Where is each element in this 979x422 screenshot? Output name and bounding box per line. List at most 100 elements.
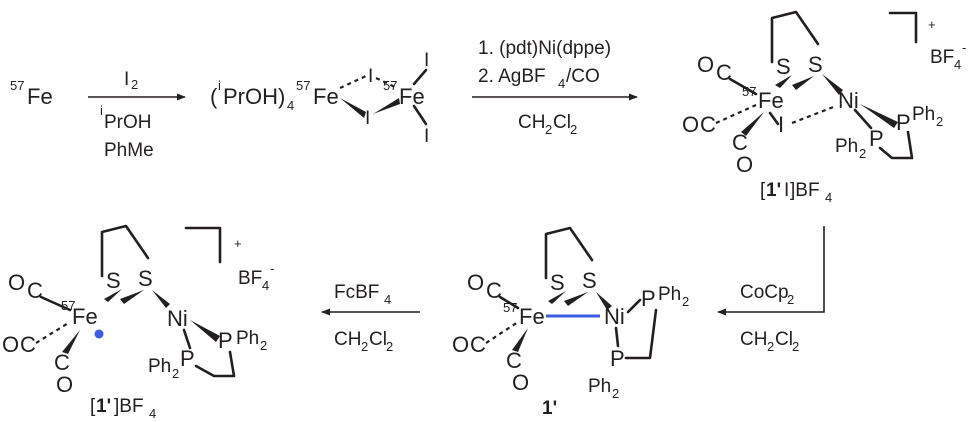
co1-carbon-1p: C: [486, 278, 502, 303]
label-bracket-open-1i: [: [760, 180, 766, 201]
s1-fe-wedge-1p: [548, 291, 566, 304]
p2-ph-1ox: Ph: [236, 328, 259, 349]
sulfur-1-1i: S: [776, 54, 791, 79]
label-sub-1ox: 4: [149, 406, 156, 421]
arrow-3-line: [717, 226, 825, 316]
reaction-arrow-4: FcBF 4 CH 2 Cl 2: [321, 282, 420, 354]
label-i-1i: I: [784, 180, 789, 201]
counterion-bf-1i: BF: [930, 47, 954, 68]
sulfur-2-1ox: S: [138, 266, 153, 291]
reaction-arrow-3: CoCp 2 CH 2 Cl 2: [717, 226, 825, 354]
i-fe2-wedge-bond: [373, 98, 400, 114]
s2-fe-wedge-1p: [564, 292, 588, 306]
fe-atom-label: Fe: [27, 84, 53, 109]
p2-ph-1p: Ph: [588, 376, 611, 397]
p1-ph-sub-1p: 2: [682, 294, 689, 309]
charge-bracket-1ox: [184, 226, 222, 264]
sulfur-2-1i: S: [808, 52, 823, 77]
species-diiron-iodide: ( i PrOH) 4 57 Fe I I 57 Fe I I: [210, 50, 429, 147]
arrow-3-reagent: CoCp: [740, 282, 789, 303]
phosphorus-2-1ox: P: [218, 328, 233, 353]
label-bold-1i: 1': [766, 180, 781, 201]
co1-oxygen-1ox: O: [8, 270, 25, 295]
iproh-sup-i: i: [218, 78, 221, 93]
pdt-bridge-1p: [544, 226, 594, 280]
arrow-2-reagent-2-sub: 4: [558, 76, 565, 91]
arrow-4-solvent-cl: Cl: [369, 329, 387, 350]
s2-fe-wedge-1ox: [120, 290, 144, 304]
phosphorus-2-1i: P: [896, 110, 911, 135]
ni-p-bond-1i: [853, 108, 873, 130]
fe-isotope-1ox: 57: [61, 298, 75, 313]
p1-ph-sub-1ox: 2: [172, 366, 179, 381]
label-tail-1i: ]BF: [790, 180, 820, 201]
arrow-2-solvent-cl: Cl: [553, 112, 571, 133]
i-ni-dashed-bond-1i: [791, 104, 837, 125]
co1-oxygen-1p: O: [467, 270, 484, 295]
co2-oxygen-1i: O: [682, 112, 699, 137]
bridge-iodide-1i: I: [778, 112, 784, 137]
arrow-4-solvent-sub1: 2: [361, 339, 368, 354]
label-bold-1ox: 1': [96, 396, 111, 417]
co3-carbon-1p: C: [506, 348, 522, 373]
arrow-1-cond-phme: PhMe: [104, 140, 154, 161]
isotope-57-label: 57: [10, 78, 24, 93]
fe-isotope-1p: 57: [503, 300, 517, 315]
s2-ni-wedge-1p: [596, 292, 612, 310]
fe-radical-dot-1ox: [94, 329, 104, 339]
arrow-4-solvent-ch: CH: [334, 329, 361, 350]
phosphorus-1-1ox: P: [180, 346, 195, 371]
co2-hashed-bond-1i: [715, 103, 757, 125]
fe2-terminal-i-bottom-bond: [412, 104, 428, 126]
ni-p1-bond-1p: [626, 298, 642, 314]
ni-p-bond-1ox: [182, 328, 192, 350]
arrow-3-solvent-ch: CH: [740, 329, 767, 350]
co3-wedge-1i: [741, 112, 764, 136]
fe1-i-dashed-bond: [339, 75, 367, 89]
co2-carbon-1ox: C: [20, 332, 36, 357]
ni-p2-bond-1p: [614, 326, 620, 348]
arrow-4-reagent-sub: 4: [384, 292, 391, 307]
s2-ni-wedge-1i: [822, 74, 843, 95]
co2-carbon-1p: C: [470, 332, 486, 357]
arrow-2-solvent-ch: CH: [518, 112, 545, 133]
ni-atom-1ox: Ni: [167, 306, 188, 331]
counterion-minus-1i: -: [962, 40, 966, 55]
fe2-terminal-i-top-bond: [412, 68, 428, 86]
dppe-backbone-1ox: [194, 350, 236, 378]
co3-wedge-1p: [512, 328, 528, 352]
p1-ph-1i: Ph: [835, 136, 858, 157]
p1-ph-sub-1i: 2: [859, 146, 866, 161]
co1-bond-1p: [498, 295, 520, 310]
p1-ph-1p: Ph: [658, 284, 681, 305]
fe1-isotope: 57: [296, 78, 310, 93]
arrow-2-solvent-sub2: 2: [570, 122, 577, 137]
reaction-arrow-2: 1. (pdt)Ni(dppe) 2. AgBF 4 /CO CH 2 Cl 2: [472, 38, 638, 137]
species-57fe: 57 Fe: [10, 78, 53, 109]
ni-p-wedge-1i: [860, 104, 898, 128]
p2-ph-1i: Ph: [912, 104, 935, 125]
s1-fe-wedge-1i: [775, 75, 792, 88]
plus-charge-1ox: +: [234, 236, 242, 251]
arrow-3-solvent-cl: Cl: [775, 329, 793, 350]
fe1-i-wedge-bond: [340, 98, 366, 118]
reaction-arrow-1: I 2 i PrOH PhMe: [88, 69, 186, 161]
ni-p-wedge-1ox: [190, 320, 220, 342]
pdt-bridge-1ox: [100, 224, 150, 278]
dppe-backbone-1p: [624, 308, 658, 360]
fe-atom-1ox: Fe: [72, 304, 98, 329]
p2-ph-sub-1p: 2: [612, 386, 619, 401]
charge-bracket-1i: [888, 11, 918, 44]
label-bracket-open-1ox: [: [90, 396, 96, 417]
sulfur-1-1ox: S: [106, 268, 121, 293]
dppe-backbone-1i: [878, 130, 914, 160]
co2-carbon-1i: C: [700, 112, 716, 137]
co3-carbon-1ox: C: [54, 350, 70, 375]
arrow-1-cond-sup: i: [100, 103, 103, 118]
co1-carbon-1ox: C: [27, 278, 43, 303]
co3-oxygen-1i: O: [736, 152, 753, 177]
arrow-3-solvent-sub2: 2: [792, 339, 799, 354]
iproh-prefix-paren: (: [210, 84, 218, 109]
arrow-2-reagent-2: 2. AgBF: [478, 66, 546, 87]
s2-fe-wedge-1i: [792, 76, 814, 90]
